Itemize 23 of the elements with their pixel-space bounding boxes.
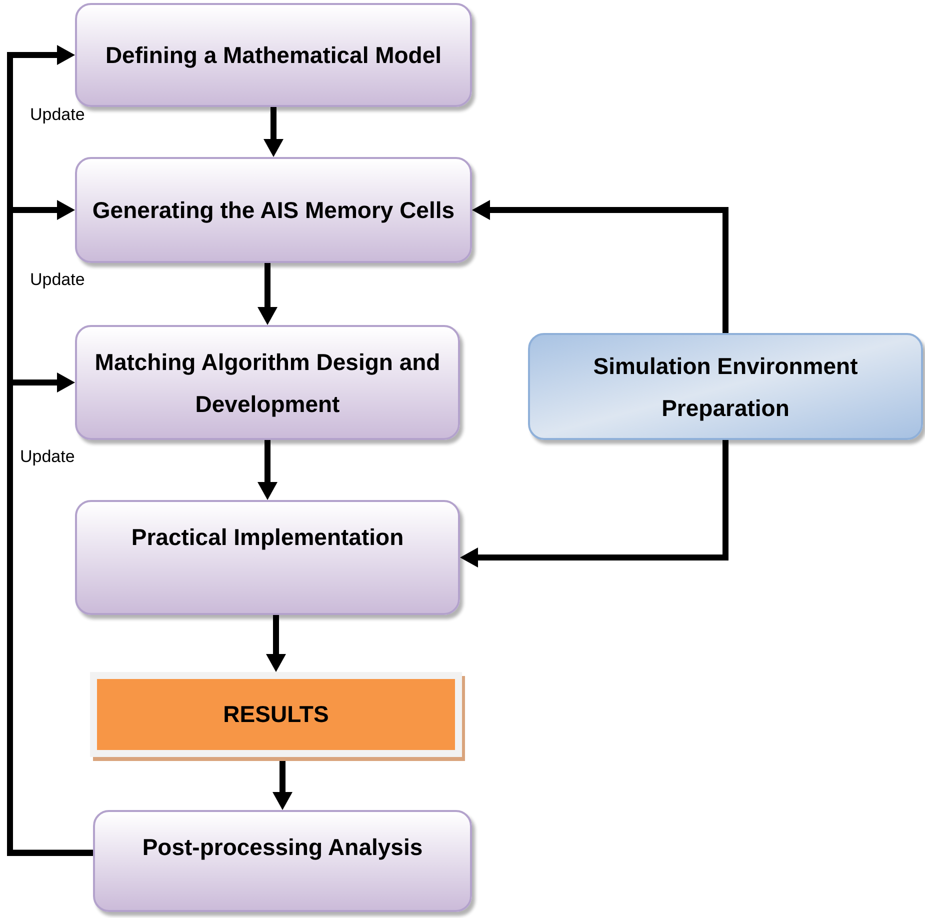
arrow bbox=[258, 263, 278, 325]
update-label: Update bbox=[20, 448, 75, 465]
arrow bbox=[258, 440, 278, 500]
box-label: RESULTS bbox=[223, 700, 329, 729]
box-label: Generating the AIS Memory Cells bbox=[92, 196, 455, 225]
process-box bbox=[75, 500, 460, 615]
process-box bbox=[75, 3, 472, 107]
process-box bbox=[528, 333, 923, 440]
process-box bbox=[93, 810, 472, 912]
process-box bbox=[75, 325, 460, 440]
box-label: Defining a Mathematical Model bbox=[105, 41, 442, 70]
box-label: Simulation Environment Preparation bbox=[592, 352, 859, 423]
arrow bbox=[266, 615, 286, 672]
process-box bbox=[75, 157, 472, 263]
box-label: Matching Algorithm Design and Development bbox=[94, 348, 442, 419]
box-label: Practical Implementation bbox=[131, 523, 404, 552]
arrow bbox=[7, 372, 93, 856]
update-label: Update bbox=[30, 271, 85, 288]
update-label: Update bbox=[30, 106, 85, 123]
arrow bbox=[264, 107, 284, 157]
arrow bbox=[472, 200, 728, 333]
arrow bbox=[460, 440, 728, 568]
box-label: Post-processing Analysis bbox=[142, 833, 423, 862]
